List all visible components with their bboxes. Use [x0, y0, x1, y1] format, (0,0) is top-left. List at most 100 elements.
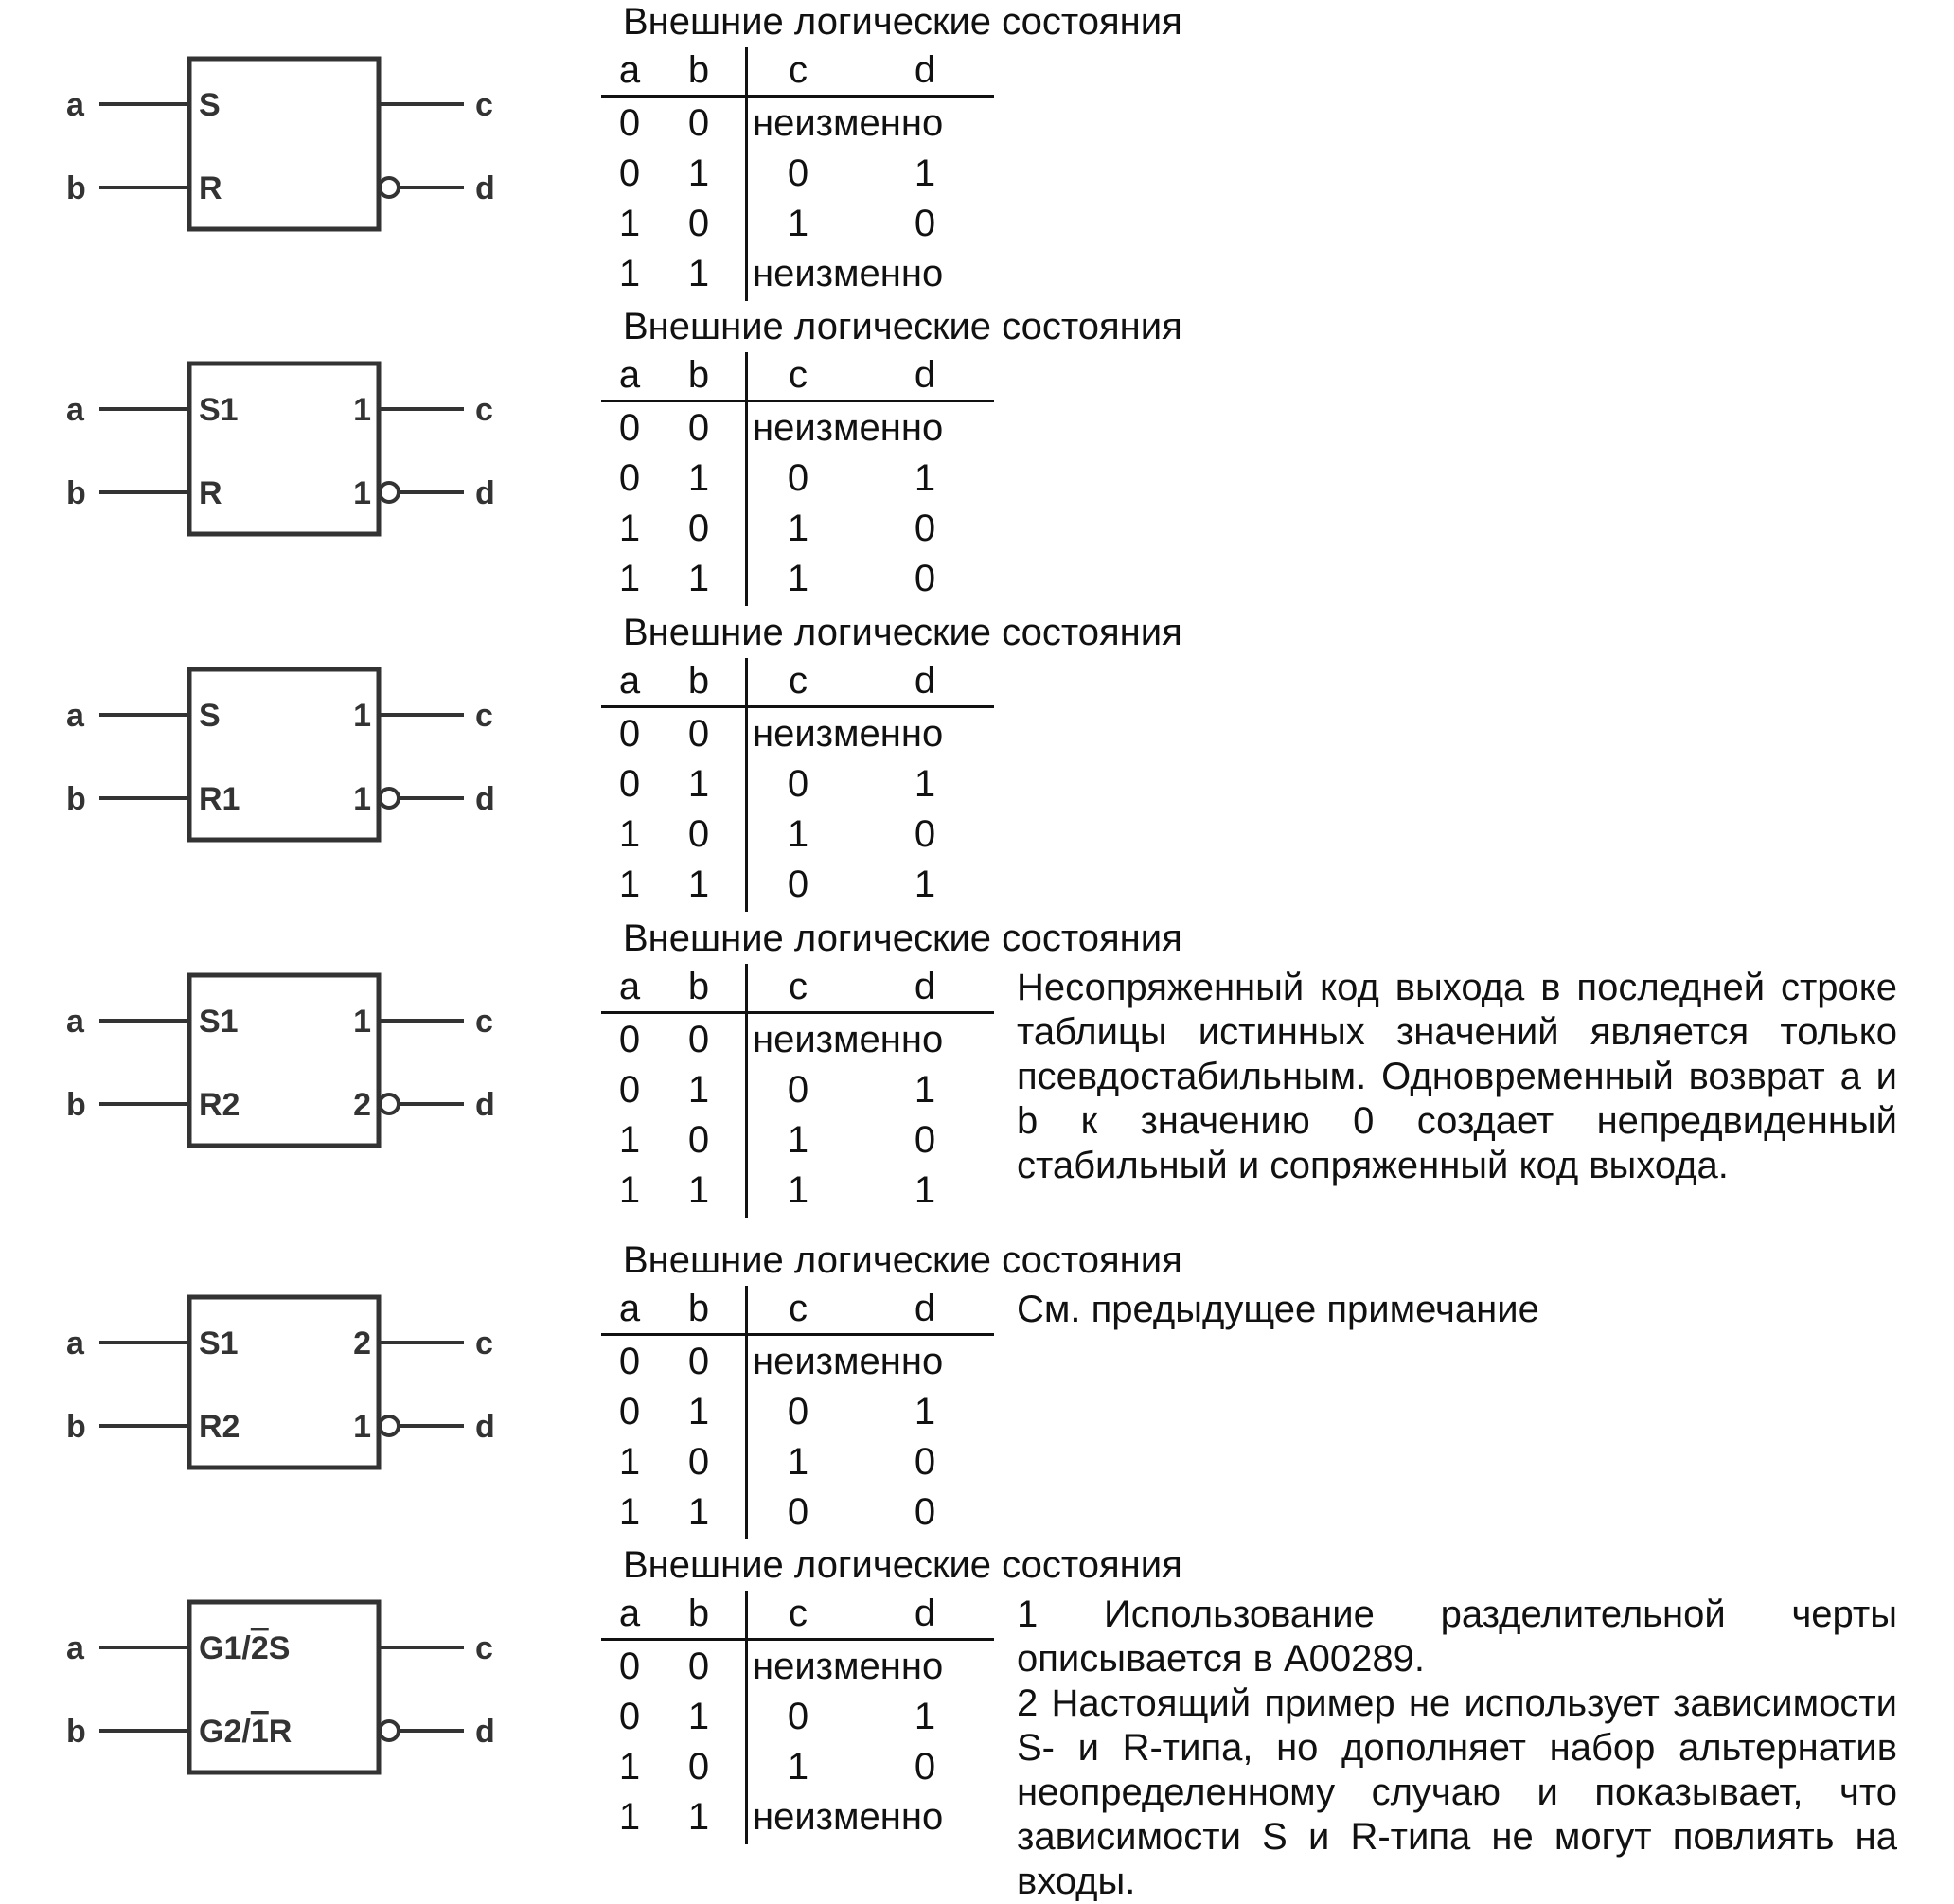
negation-bubble-icon: [378, 1719, 400, 1742]
pin-label-c: c: [475, 1004, 493, 1040]
symbol-box: [187, 361, 382, 537]
table-header-c: c: [789, 1288, 808, 1329]
pin-label-a: a: [66, 1004, 85, 1040]
table-cell-unchanged: неизменно: [753, 1341, 944, 1382]
pin-label-c: c: [475, 1326, 493, 1361]
table-header-c: c: [789, 354, 808, 396]
block-output-label-bottom: 1: [353, 1409, 371, 1445]
table-cell-c: 1: [787, 813, 809, 855]
table-cell-b: 1: [687, 253, 710, 294]
negation-bubble-icon: [378, 176, 400, 199]
pin-label-d: d: [475, 1409, 495, 1445]
pin-label-b: b: [66, 1409, 86, 1445]
table-cell-unchanged: неизменно: [753, 1646, 944, 1687]
table-cell-b: 0: [687, 1646, 710, 1687]
table-header-b: b: [687, 1288, 710, 1329]
table-cell-a: 1: [618, 253, 641, 294]
negation-bubble-icon: [378, 1093, 400, 1115]
section-note: Несопряженный код выхода в последней стр…: [1017, 966, 1897, 1188]
section-title: Внешние логические состояния: [623, 1, 1182, 43]
table-cell-d: 0: [914, 203, 936, 244]
table-cell-unchanged: неизменно: [753, 713, 944, 755]
block-output-label-bottom: 2: [353, 1087, 371, 1123]
table-cell-d: 1: [914, 763, 936, 805]
table-column-divider: [745, 658, 748, 912]
block-output-label-top: 1: [353, 392, 371, 428]
table-cell-a: 1: [618, 863, 641, 905]
block-label-negated: 2: [251, 1630, 269, 1666]
table-cell-c: 0: [787, 457, 809, 499]
table-cell-b: 0: [687, 1341, 710, 1382]
table-cell-a: 0: [618, 407, 641, 449]
table-cell-b: 1: [687, 1069, 710, 1111]
table-cell-unchanged: неизменно: [753, 407, 944, 449]
table-cell-d: 0: [914, 813, 936, 855]
table-cell-d: 1: [914, 1696, 936, 1737]
table-cell-b: 0: [687, 1746, 710, 1788]
table-header-a: a: [618, 1288, 641, 1329]
table-cell-b: 1: [687, 152, 710, 194]
table-cell-c: 1: [787, 507, 809, 549]
pin-label-d: d: [475, 475, 495, 511]
table-header-b: b: [687, 1593, 710, 1634]
table-cell-a: 0: [618, 713, 641, 755]
block-label-suffix: R: [269, 1714, 293, 1750]
table-cell-a: 0: [618, 152, 641, 194]
table-cell-b: 1: [687, 1491, 710, 1533]
table-cell-c: 1: [787, 203, 809, 244]
table-cell-b: 0: [687, 1441, 710, 1483]
table-cell-unchanged: неизменно: [753, 253, 944, 294]
table-cell-d: 0: [914, 1441, 936, 1483]
table-cell-c: 1: [787, 1441, 809, 1483]
table-cell-a: 0: [618, 1646, 641, 1687]
table-header-a: a: [618, 49, 641, 91]
table-cell-a: 0: [618, 1341, 641, 1382]
table-cell-c: 0: [787, 1069, 809, 1111]
table-header-a: a: [618, 354, 641, 396]
table-header-rule: [601, 400, 994, 402]
section-title: Внешние логические состояния: [623, 612, 1182, 653]
negation-bubble-icon: [378, 481, 400, 504]
table-cell-d: 0: [914, 558, 936, 599]
block-input-label-top: S1: [199, 1004, 239, 1040]
table-cell-b: 1: [687, 763, 710, 805]
table-cell-c: 0: [787, 1696, 809, 1737]
block-label-prefix: G2/: [199, 1714, 251, 1750]
block-input-label-bottom: R: [199, 170, 222, 206]
table-cell-b: 1: [687, 558, 710, 599]
table-cell-d: 1: [914, 1169, 936, 1211]
table-cell-a: 1: [618, 1796, 641, 1838]
pin-label-d: d: [475, 1087, 495, 1123]
table-header-a: a: [618, 1593, 641, 1634]
pin-label-c: c: [475, 698, 493, 734]
table-header-c: c: [789, 1593, 808, 1634]
table-header-d: d: [914, 354, 936, 396]
block-input-label-bottom: R: [199, 475, 222, 511]
table-column-divider: [745, 47, 748, 301]
table-cell-c: 1: [787, 1169, 809, 1211]
table-cell-b: 1: [687, 1169, 710, 1211]
table-cell-b: 0: [687, 203, 710, 244]
block-input-label-bottom: R2: [199, 1087, 240, 1123]
block-input-label-top: S: [199, 698, 221, 734]
symbol-box: [187, 1294, 382, 1470]
table-cell-d: 0: [914, 1746, 936, 1788]
table-cell-b: 0: [687, 713, 710, 755]
table-header-c: c: [789, 966, 808, 1007]
pin-label-a: a: [66, 87, 85, 123]
table-cell-c: 1: [787, 1119, 809, 1161]
pin-label-d: d: [475, 1714, 495, 1750]
